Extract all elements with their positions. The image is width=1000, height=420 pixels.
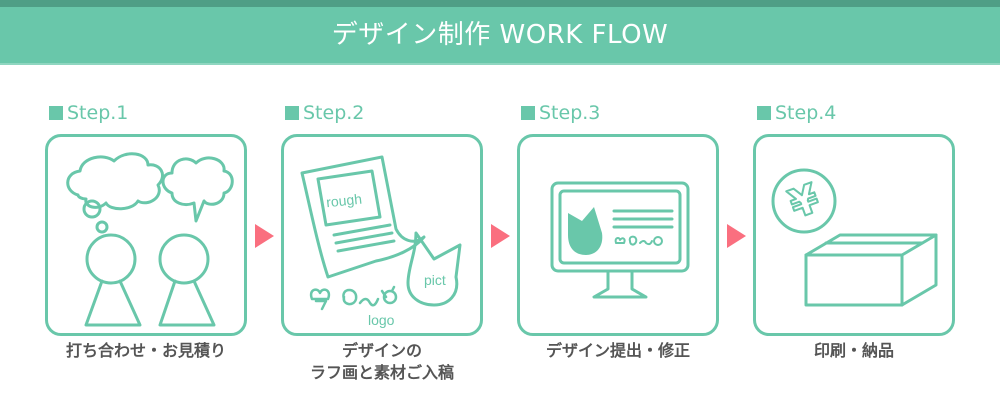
header-banner: デザイン制作 WORK FLOW xyxy=(0,7,1000,65)
text-line-icon xyxy=(332,223,392,237)
step-label: Step.3 xyxy=(521,100,600,126)
text-line-icon xyxy=(334,231,394,245)
thought-bubble-small-icon xyxy=(95,220,109,234)
monitor-outer-icon xyxy=(550,181,690,273)
step-label: Step.4 xyxy=(757,100,836,126)
square-bullet-icon xyxy=(285,106,299,120)
step-caption: 打ち合わせ・お見積り xyxy=(25,340,267,362)
arrow-right-icon xyxy=(727,224,746,248)
yen-coin-icon xyxy=(771,168,837,234)
consultation-icon xyxy=(66,152,234,327)
thought-cloud-icon xyxy=(66,152,164,211)
logo-text: logo xyxy=(368,312,395,328)
person-head-icon xyxy=(158,233,210,285)
box-icon xyxy=(804,253,904,307)
step-label-text: Step.4 xyxy=(775,102,837,124)
step-caption: デザインの ラフ画と素材ご入稿 xyxy=(261,340,503,384)
caption-line: ラフ画と素材ご入稿 xyxy=(309,363,454,382)
cat-pict-icon xyxy=(406,231,462,307)
pict-text: pict xyxy=(424,272,446,288)
caption-line: デザイン提出・修正 xyxy=(545,341,690,360)
monitor-screen-icon xyxy=(558,189,682,265)
arrow-right-icon xyxy=(491,224,510,248)
caption-line: 印刷・納品 xyxy=(813,341,894,360)
page-title: デザイン制作 WORK FLOW xyxy=(331,20,669,50)
cat-pict-filled-icon xyxy=(568,207,603,255)
payment-delivery-icon: ¥ xyxy=(771,168,938,307)
logo-marks-icon xyxy=(309,285,398,311)
step-label-text: Step.3 xyxy=(539,102,601,124)
step-label-text: Step.1 xyxy=(67,102,129,124)
speech-cloud-icon xyxy=(161,156,234,223)
box-top-icon xyxy=(804,233,938,257)
step-caption: デザイン提出・修正 xyxy=(497,340,739,362)
step-label-text: Step.2 xyxy=(303,102,365,124)
step-illustration-box: ¥ xyxy=(753,134,955,336)
step-illustration-box xyxy=(517,134,719,336)
thought-bubble-icon xyxy=(82,199,102,219)
rough-frame-icon xyxy=(316,169,382,227)
monitor-icon xyxy=(550,181,690,299)
rough-text: rough xyxy=(325,191,362,211)
box-side-icon xyxy=(900,233,938,307)
arrow-right-icon xyxy=(255,224,274,248)
person-body-icon xyxy=(158,279,216,327)
yen-symbol: ¥ xyxy=(783,176,825,229)
step-illustration-box: rough pict logo xyxy=(281,134,483,336)
step-label: Step.2 xyxy=(285,100,364,126)
step-caption: 印刷・納品 xyxy=(733,340,975,362)
caption-line: デザインの xyxy=(341,341,422,360)
square-bullet-icon xyxy=(521,106,535,120)
step-illustration-box xyxy=(45,134,247,336)
person-body-icon xyxy=(84,279,142,327)
logo-marks-icon xyxy=(614,235,663,246)
rough-draft-icon: rough pict logo xyxy=(300,155,462,328)
top-accent-bar xyxy=(0,0,1000,7)
paper-sheet-icon xyxy=(300,155,426,279)
text-line-icon xyxy=(336,239,396,253)
caption-line: 打ち合わせ・お見積り xyxy=(65,341,226,360)
person-head-icon xyxy=(85,233,137,285)
square-bullet-icon xyxy=(49,106,63,120)
monitor-stand-icon xyxy=(592,269,648,299)
square-bullet-icon xyxy=(757,106,771,120)
step-label: Step.1 xyxy=(49,100,128,126)
